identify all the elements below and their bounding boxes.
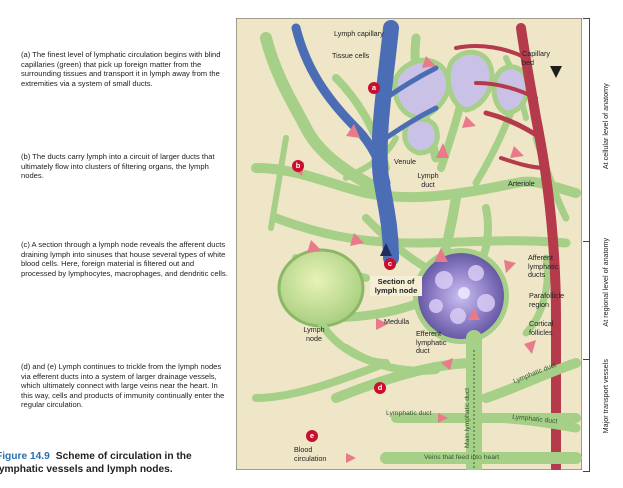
label-arteriole: Arteriole <box>508 179 535 188</box>
label-section-node: Section of lymph node <box>370 276 422 296</box>
label-parafollicle: Parafollicle region <box>529 291 565 309</box>
badge-a: a <box>368 82 380 94</box>
side-label-cellular: At cellular level of anatomy <box>600 83 610 170</box>
label-lymphatic-duct-left: Lymphatic duct <box>386 410 432 417</box>
side-label-regional: At regional level of anatomy <box>600 237 610 327</box>
lymph-node-green <box>277 248 365 328</box>
vein <box>291 20 439 266</box>
label-veins: Veins that feed into heart <box>424 454 500 461</box>
badge-e: e <box>306 430 318 442</box>
illustration-panel: Lymph capillary Tissue cells Capillary b… <box>235 17 583 476</box>
label-lymph-duct: Lymph duct <box>417 171 439 189</box>
caption-b: (b) The ducts carry lymph into a circuit… <box>21 152 215 181</box>
badge-c: c <box>384 258 396 270</box>
vein-arrow <box>380 243 392 256</box>
caption-c: (c) A section through a lymph node revea… <box>21 240 228 278</box>
flow-arrows <box>292 56 536 463</box>
figure-title: Scheme of circulation in the lymphatic v… <box>0 451 192 475</box>
label-blood-circulation: Blood circulation <box>294 445 327 463</box>
artery <box>454 23 561 473</box>
bracket-major <box>583 359 590 472</box>
caption-d-e: (d) and (e) Lymph continues to trickle f… <box>21 362 225 410</box>
bracket-regional <box>583 241 590 360</box>
label-efferent: Efferent lymphatic duct <box>416 329 447 356</box>
label-main-duct: Main lymphatic duct <box>464 387 471 448</box>
side-label-major: Major transport vessels <box>600 359 610 434</box>
label-venule: Venule <box>394 157 416 166</box>
lymph-node-section <box>413 248 509 344</box>
label-medulla: Medulla <box>384 317 410 326</box>
bracket-cellular <box>583 18 590 242</box>
artery-arrow <box>550 66 562 78</box>
caption-a: (a) The finest level of lymphatic circul… <box>21 50 221 88</box>
label-capillary-bed: Capillary bed <box>522 49 550 67</box>
label-cortical: Cortical follicles <box>529 319 554 337</box>
badge-b: b <box>292 160 304 172</box>
lymph-illustration <box>235 17 583 476</box>
badge-d: d <box>374 382 386 394</box>
figure-number: Figure 14.9 <box>0 451 50 462</box>
label-lymph-node: Lymph node <box>303 325 325 343</box>
label-afferent-ducts: Afferent lymphatic ducts <box>528 253 559 280</box>
label-tissue-cells: Tissue cells <box>332 51 370 60</box>
label-lymph-capillary: Lymph capillary <box>334 29 384 38</box>
